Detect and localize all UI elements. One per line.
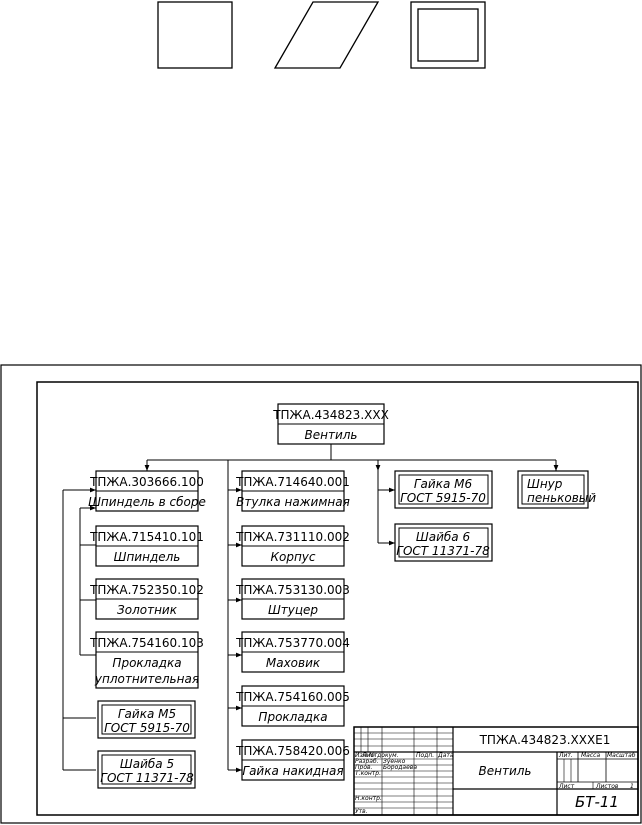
node-line2: ГОСТ 5915-70	[400, 491, 486, 505]
col1-node-3: ТПЖА.752350.102 Золотник	[89, 578, 204, 620]
col3-node-1: Гайка М6 ГОСТ 5915-70	[394, 470, 493, 509]
node-line1: Шнур	[527, 477, 563, 491]
node-code: ТПЖА.731110.002	[235, 530, 350, 544]
symbol-square	[157, 1, 233, 69]
col2-node-2: ТПЖА.731110.002 Корпус	[235, 525, 350, 567]
node-name: Штуцер	[268, 603, 318, 617]
outer-frame	[0, 364, 642, 824]
col2-node-4: ТПЖА.753770.004 Маховик	[235, 631, 350, 673]
sheets-value: 1	[630, 783, 634, 790]
node-line2: ГОСТ 5915-70	[104, 721, 190, 735]
node-name: Прокладка	[258, 710, 327, 724]
col1-node-5: Гайка М5 ГОСТ 5915-70	[97, 700, 196, 739]
lit-label: Лит.	[558, 752, 573, 759]
node-name: Втулка нажимная	[236, 495, 350, 509]
node-code: ТПЖА.753130.003	[235, 583, 350, 597]
hdr-izm: Изм	[355, 752, 368, 759]
symbol-parallelogram	[273, 1, 380, 69]
scale-label: Масштаб	[607, 752, 636, 759]
col2-node-1: ТПЖА.714640.001 Втулка нажимная	[235, 470, 350, 512]
col2-node-5: ТПЖА.754160.005 Прокладка	[235, 685, 350, 727]
node-name: Маховик	[266, 656, 321, 670]
node-name: Шпиндель в сборе	[88, 495, 206, 509]
node-code: ТПЖА.714640.001	[235, 475, 350, 489]
role-prov: Пров.	[355, 764, 373, 771]
inner-frame	[36, 381, 639, 816]
node-name: Шпиндель	[114, 550, 181, 564]
node-line2: пеньковый	[527, 491, 596, 505]
hdr-sign: Подп.	[416, 752, 434, 759]
name-borodaeva: Бородаева	[383, 764, 417, 771]
node-line1: Гайка М6	[414, 477, 473, 491]
node-name: Золотник	[117, 603, 178, 617]
legend-symbols	[157, 1, 486, 69]
node-line1: Гайка М5	[118, 707, 176, 721]
col1-node-6: Шайба 5 ГОСТ 11371-78	[97, 750, 196, 789]
hdr-date: Дата	[437, 752, 454, 759]
root-name: Вентиль	[305, 428, 358, 442]
node-name: Корпус	[270, 550, 315, 564]
root-node: ТПЖА.434823.XXX Вентиль	[272, 403, 389, 445]
node-name: уплотнительная	[94, 672, 199, 686]
node-name: Гайка накидная	[242, 764, 343, 778]
col2-node-6: ТПЖА.758420.006 Гайка накидная	[235, 739, 350, 781]
hdr-doc: № докум.	[368, 752, 399, 759]
sheet-code: БТ-11	[575, 793, 619, 811]
node-code: ТПЖА.758420.006	[235, 744, 350, 758]
node-code: ТПЖА.754160.005	[235, 690, 350, 704]
col2-node-3: ТПЖА.753130.003 Штуцер	[235, 578, 350, 620]
node-line2: ГОСТ 11371-78	[100, 771, 194, 785]
col1-node-2: ТПЖА.715410.101 Шпиндель	[89, 525, 204, 567]
node-code: ТПЖА.753770.004	[235, 636, 350, 650]
connectors	[62, 444, 559, 773]
col3-node-2: Шайба 6 ГОСТ 11371-78	[394, 523, 493, 562]
sheet-label: Лист	[558, 783, 575, 790]
node-line1: Шайба 5	[120, 757, 174, 771]
col1-node-4: ТПЖА.754160.103 Прокладка уплотнительная	[89, 631, 204, 689]
col1-node-1: ТПЖА.303666.100 Шпиндель в сборе	[88, 470, 206, 512]
col4-node: Шнур пеньковый	[517, 470, 596, 509]
node-code: ТПЖА.754160.103	[89, 636, 204, 650]
node-line2: ГОСТ 11371-78	[396, 544, 490, 558]
role-tkontr: Т.контр.	[355, 770, 381, 777]
title-block-text: ТПЖА.434823.XXXЕ1 Вентиль БТ-11 Лит. Мас…	[355, 733, 636, 815]
mass-label: Масса	[581, 752, 600, 759]
sheets-label: Листов	[595, 783, 619, 790]
doc-name: Вентиль	[479, 764, 532, 778]
role-utv: Утв.	[355, 808, 368, 815]
title-block	[353, 726, 639, 816]
role-razrab: Разраб.	[355, 758, 379, 765]
node-code: ТПЖА.715410.101	[89, 530, 204, 544]
doc-code: ТПЖА.434823.XXXЕ1	[479, 733, 611, 747]
root-code: ТПЖА.434823.XXX	[272, 408, 389, 422]
node-code: ТПЖА.303666.100	[89, 475, 204, 489]
node-code: ТПЖА.752350.102	[89, 583, 204, 597]
symbol-double-square	[410, 1, 486, 69]
node-line1: Шайба 6	[416, 530, 471, 544]
name-zuenko: Зуенко	[383, 758, 406, 765]
node-name: Прокладка	[112, 656, 181, 670]
role-nkontr: Н.контр.	[355, 795, 382, 802]
hdr-list: Лист	[361, 752, 378, 759]
